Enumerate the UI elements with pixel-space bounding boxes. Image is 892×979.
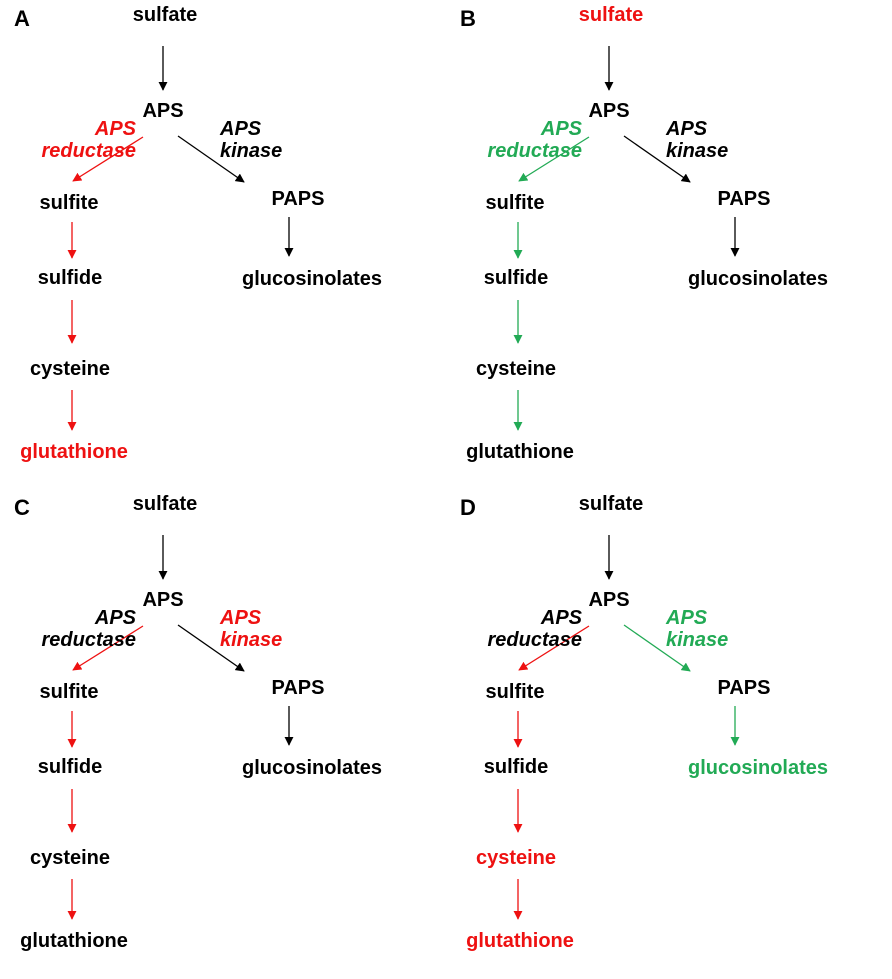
node-sulfide: sulfide <box>37 756 103 778</box>
node-sulfide: sulfide <box>37 267 103 289</box>
enzyme-line1: APS <box>94 607 136 629</box>
node-glucosinolates: glucosinolates <box>241 757 383 779</box>
node-aps: APS <box>142 589 184 611</box>
node-glutathione: glutathione <box>20 930 128 952</box>
node-paps: PAPS <box>271 677 325 699</box>
node-sulfide: sulfide <box>483 267 549 289</box>
node-glutathione: glutathione <box>20 441 128 463</box>
enzyme-line2: reductase <box>41 629 137 651</box>
enzyme-line2: kinase <box>666 140 729 162</box>
node-sulfide: sulfide <box>483 756 549 778</box>
node-cysteine: cysteine <box>29 358 111 380</box>
node-sulfate: sulfate <box>132 4 198 26</box>
enzyme-line2: reductase <box>41 140 137 162</box>
arrow-aps-to-paps <box>623 135 691 183</box>
panel-letter: C <box>14 495 30 520</box>
arrow-aps-to-paps <box>177 624 245 672</box>
enzyme-line1: APS <box>666 118 708 140</box>
node-glucosinolates: glucosinolates <box>687 757 829 779</box>
pathway-arrows <box>513 535 740 920</box>
panel-letter: D <box>460 495 476 520</box>
node-glucosinolates: glucosinolates <box>241 268 383 290</box>
enzyme-line1: APS <box>540 607 582 629</box>
arrow-aps-to-paps <box>177 135 245 183</box>
enzyme-line1: APS <box>220 118 262 140</box>
node-sulfite: sulfite <box>39 192 99 214</box>
arrow-aps-to-sulfite <box>518 136 590 182</box>
enzyme-line2: reductase <box>487 140 583 162</box>
node-sulfite: sulfite <box>485 192 545 214</box>
node-paps: PAPS <box>717 677 771 699</box>
arrow-aps-to-sulfite <box>72 136 144 182</box>
panel-letter: A <box>14 6 30 31</box>
node-glutathione: glutathione <box>466 930 574 952</box>
node-sulfite: sulfite <box>485 681 545 703</box>
enzyme-line2: kinase <box>666 629 729 651</box>
node-cysteine: cysteine <box>29 847 111 869</box>
node-glucosinolates: glucosinolates <box>687 268 829 290</box>
enzyme-line2: kinase <box>220 140 283 162</box>
enzyme-line1: APS <box>666 607 708 629</box>
panel-letter: B <box>460 6 476 31</box>
pathway-arrows <box>67 535 294 920</box>
node-sulfate: sulfate <box>578 493 644 515</box>
node-cysteine: cysteine <box>475 847 557 869</box>
node-sulfate: sulfate <box>578 4 644 26</box>
node-paps: PAPS <box>271 188 325 210</box>
enzyme-line2: kinase <box>220 629 283 651</box>
node-sulfate: sulfate <box>132 493 198 515</box>
node-aps: APS <box>142 100 184 122</box>
node-glutathione: glutathione <box>466 441 574 463</box>
enzyme-line1: APS <box>94 118 136 140</box>
node-paps: PAPS <box>717 188 771 210</box>
pathway-arrows <box>67 46 294 431</box>
arrow-aps-to-sulfite <box>518 625 590 671</box>
pathway-arrows <box>513 46 740 431</box>
arrow-aps-to-sulfite <box>72 625 144 671</box>
enzyme-line2: reductase <box>487 629 583 651</box>
node-aps: APS <box>588 589 630 611</box>
node-aps: APS <box>588 100 630 122</box>
node-sulfite: sulfite <box>39 681 99 703</box>
arrow-aps-to-paps <box>623 624 691 672</box>
enzyme-line1: APS <box>220 607 262 629</box>
enzyme-line1: APS <box>540 118 582 140</box>
node-cysteine: cysteine <box>475 358 557 380</box>
